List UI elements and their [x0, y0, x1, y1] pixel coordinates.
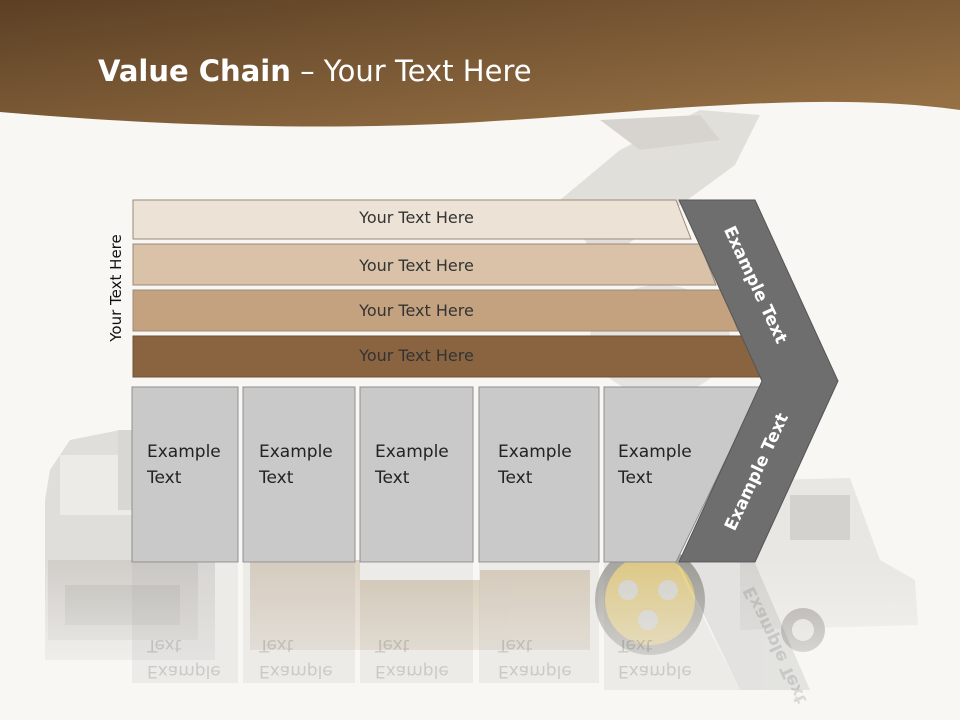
bar-2-label: Your Text Here [359, 256, 474, 275]
box-2-reflection-line2: Text [259, 635, 294, 655]
box-4-reflection-line2: Text [498, 635, 533, 655]
box-3-reflection-line1: Example [375, 661, 449, 681]
box-1-reflection: Example Text [147, 632, 221, 684]
box-5-reflection: Example Text [618, 632, 692, 684]
box-2-reflection-line1: Example [259, 661, 333, 681]
box-3-line2: Text [375, 468, 410, 488]
box-1[interactable] [131, 386, 239, 563]
box-4-line2: Text [498, 468, 533, 488]
box-5-line1: Example [618, 442, 692, 462]
bar-4-label: Your Text Here [359, 346, 474, 365]
title-rest: – Your Text Here [290, 54, 532, 88]
box-3-reflection-line2: Text [375, 635, 410, 655]
box-2-line1: Example [259, 442, 333, 462]
box-5-reflection-line2: Text [618, 635, 653, 655]
bar-3-label: Your Text Here [359, 301, 474, 320]
header-band [0, 0, 960, 127]
box-3-line1: Example [375, 442, 449, 462]
bar-2[interactable] [132, 243, 717, 286]
bar-1-label: Your Text Here [359, 208, 474, 227]
box-1-line2: Text [147, 468, 182, 488]
box-1-reflection-line2: Text [147, 635, 182, 655]
box-4-reflection-line1: Example [498, 661, 572, 681]
box-5-reflection-line1: Example [618, 661, 692, 681]
box-2[interactable] [242, 386, 356, 563]
reflection [132, 563, 810, 690]
title-bold: Value Chain [98, 54, 291, 88]
chevron-arrow[interactable] [678, 199, 839, 563]
box-4-line1: Example [498, 442, 572, 462]
bar-3[interactable] [132, 289, 739, 332]
bar-1[interactable] [132, 199, 692, 240]
box-2-line2: Text [259, 468, 294, 488]
box-5[interactable] [603, 386, 762, 563]
box-1-reflection-line1: Example [147, 661, 221, 681]
box-3-reflection: Example Text [375, 632, 449, 684]
box-5-line2: Text [618, 468, 653, 488]
box-1-line1: Example [147, 442, 221, 462]
box-4[interactable] [478, 386, 600, 563]
box-3[interactable] [359, 386, 474, 563]
box-4-reflection: Example Text [498, 632, 572, 684]
box-2-reflection: Example Text [259, 632, 333, 684]
slide-title: Value Chain – Your Text Here [98, 54, 532, 88]
